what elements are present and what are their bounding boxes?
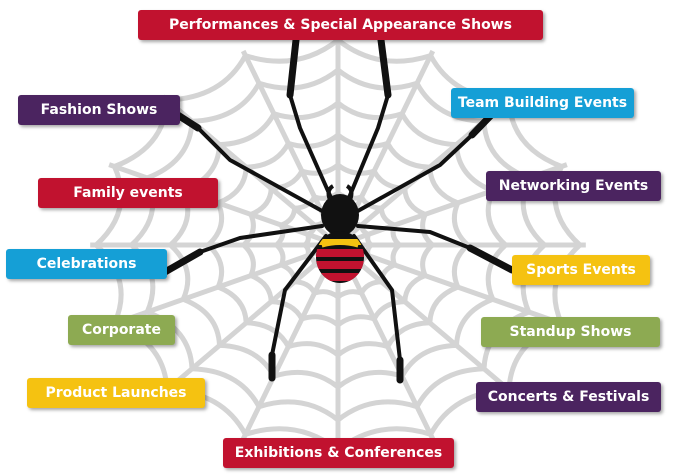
spider-leg-inner xyxy=(346,93,390,202)
spider-leg-inner xyxy=(354,133,474,214)
label-sports-events: Sports Events xyxy=(512,255,650,285)
web-spiral-thread xyxy=(274,190,402,300)
spider-leg-inner xyxy=(270,234,328,357)
label-corporate: Corporate xyxy=(68,315,175,345)
spider-leg-outer xyxy=(377,36,392,99)
label-team-building: Team Building Events xyxy=(451,88,634,118)
label-performances: Performances & Special Appearance Shows xyxy=(138,10,543,40)
label-concerts-festivals: Concerts & Festivals xyxy=(476,382,661,412)
spider-leg-outer xyxy=(466,244,516,274)
label-family-events: Family events xyxy=(38,178,218,208)
label-product-launches: Product Launches xyxy=(27,378,205,408)
web-spiral-thread xyxy=(241,162,435,328)
label-networking-events: Networking Events xyxy=(486,171,661,201)
spider-icon xyxy=(316,184,364,283)
spider-leg-outer xyxy=(161,248,204,276)
web-spiral-thread xyxy=(129,68,547,423)
web-spiral-thread xyxy=(205,132,471,358)
spider-leg-inner xyxy=(356,224,472,250)
spider-leg-inner xyxy=(198,224,324,254)
spider-leg-inner xyxy=(288,93,334,202)
label-celebrations: Celebrations xyxy=(6,249,167,279)
label-exhibitions: Exhibitions & Conferences xyxy=(223,438,454,468)
label-standup-shows: Standup Shows xyxy=(481,317,660,347)
spider-leg-inner xyxy=(352,234,402,362)
label-fashion-shows: Fashion Shows xyxy=(18,95,180,125)
spider-leg-outer xyxy=(286,36,300,99)
spider-leg-inner xyxy=(196,126,326,214)
